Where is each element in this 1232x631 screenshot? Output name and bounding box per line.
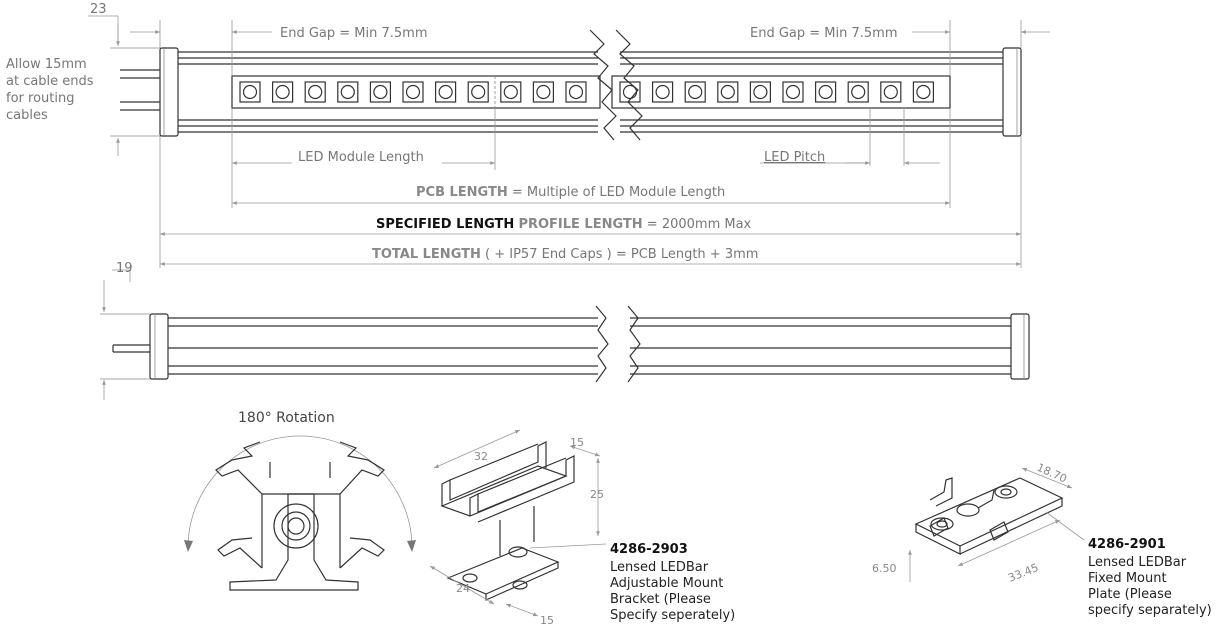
led-chip xyxy=(337,81,359,103)
end-gap-left-label: End Gap = Min 7.5mm xyxy=(280,26,428,41)
led-pitch-label: LED Pitch xyxy=(764,150,825,165)
bracket-dim-top: 32 xyxy=(474,450,488,463)
led-chip xyxy=(532,81,555,103)
led-chip xyxy=(467,81,489,103)
rotation-view: 180° Rotation xyxy=(184,410,416,591)
plate-dim-height: 6.50 xyxy=(872,562,897,575)
rotation-label: 180° Rotation xyxy=(238,410,335,426)
bracket-description: Lensed LEDBar Adjustable Mount Bracket (… xyxy=(610,560,735,623)
led-chip xyxy=(684,81,706,103)
led-chip xyxy=(912,81,935,103)
bracket-dim-base: 24 xyxy=(456,582,470,595)
led-chip xyxy=(749,81,772,103)
height-dim-bottom: 19 xyxy=(116,261,133,276)
side-profile-view: 19 xyxy=(100,261,1030,400)
fixed-mount-plate: 18.70 33.45 6.50 4286-2901 Lensed LEDBar… xyxy=(872,461,1212,618)
bracket-part-number: 4286-2903 xyxy=(610,542,688,557)
led-chip xyxy=(880,81,902,103)
led-chip xyxy=(304,81,326,103)
led-chip xyxy=(717,81,739,103)
bracket-dim-height: 25 xyxy=(590,488,604,501)
specified-length-label: SPECIFIED LENGTH PROFILE LENGTH = 2000mm… xyxy=(376,217,752,232)
led-chip xyxy=(500,81,522,103)
led-chip xyxy=(272,81,294,103)
led-chip xyxy=(782,81,804,103)
adjustable-bracket: 32 15 25 24 15 4286-2903 Lensed LEDBar A… xyxy=(429,429,735,627)
led-chip xyxy=(847,81,869,103)
led-chip xyxy=(369,81,391,103)
bracket-dim-foot: 15 xyxy=(540,614,554,627)
height-dim-top: 23 xyxy=(90,2,107,17)
led-chip xyxy=(651,81,674,103)
cable-note: Allow 15mm at cable ends for routing cab… xyxy=(6,57,98,123)
led-chip xyxy=(565,81,587,103)
led-chip xyxy=(435,81,457,103)
end-gap-right-label: End Gap = Min 7.5mm xyxy=(750,26,898,41)
led-chip xyxy=(402,81,424,103)
led-module-length-label: LED Module Length xyxy=(298,150,424,165)
pcb-length-label: PCB LENGTH = Multiple of LED Module Leng… xyxy=(416,185,725,200)
total-length-label: TOTAL LENGTH ( + IP57 End Caps ) = PCB L… xyxy=(372,247,758,262)
plate-description: Lensed LEDBar Fixed Mount Plate (Please … xyxy=(1088,555,1212,618)
plate-dim-width: 18.70 xyxy=(1035,461,1069,486)
top-profile-view: 23 xyxy=(6,2,1050,268)
plate-part-number: 4286-2901 xyxy=(1088,537,1166,552)
plate-dim-length: 33.45 xyxy=(1006,561,1040,585)
bracket-dim-width: 15 xyxy=(570,436,584,449)
led-chip xyxy=(814,81,837,103)
led-chip xyxy=(239,81,261,103)
